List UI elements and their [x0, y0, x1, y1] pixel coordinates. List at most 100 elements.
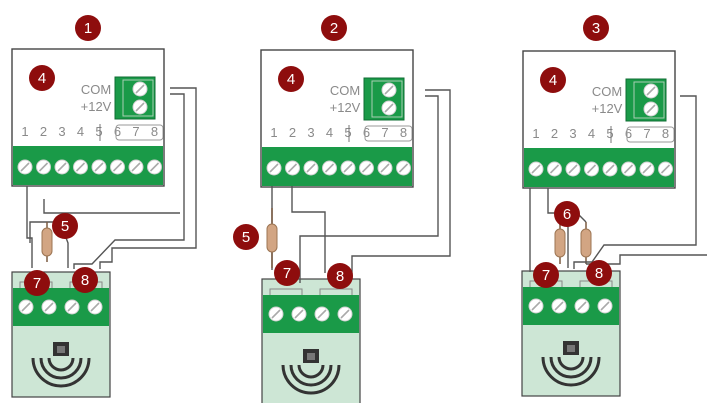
- terminal-number: 3: [307, 125, 314, 140]
- sensor-terminal-badge: 8: [72, 267, 98, 293]
- terminal-number: 8: [400, 125, 407, 140]
- screw-terminal-icon: [285, 160, 300, 176]
- badge-circle: [29, 65, 55, 91]
- screw-terminal-icon: [643, 101, 659, 117]
- screw-terminal-icon: [91, 159, 107, 175]
- screw-terminal-icon: [18, 299, 34, 315]
- terminal-number: 3: [569, 126, 576, 141]
- screw-terminal-icon: [147, 159, 162, 175]
- screw-terminal-icon: [132, 99, 148, 115]
- controller-badge: 4: [29, 65, 55, 91]
- screw-terminal-icon: [322, 160, 337, 176]
- v12-label: +12V: [81, 99, 112, 114]
- badge-circle: [24, 270, 50, 296]
- badge-circle: [586, 260, 612, 286]
- badge-label: 3: [592, 20, 600, 37]
- screw-terminal-icon: [381, 82, 397, 98]
- controller-badge: 4: [540, 67, 566, 93]
- com-label: COM: [592, 84, 622, 99]
- wire: [99, 87, 197, 269]
- screw-terminal-icon: [574, 298, 590, 314]
- terminal-number: 6: [363, 125, 370, 140]
- badge-label: 1: [84, 20, 92, 37]
- screw-terminal-icon: [551, 298, 567, 314]
- terminal-number: 8: [151, 124, 158, 139]
- screw-terminal-icon: [314, 306, 330, 322]
- wire: [43, 199, 180, 214]
- screw-terminal-icon: [597, 298, 613, 314]
- terminal-number: 2: [551, 126, 558, 141]
- screw-terminal-icon: [87, 299, 103, 315]
- wire: [299, 95, 439, 283]
- terminal-number: 4: [326, 125, 333, 140]
- badge-label: 7: [283, 265, 291, 282]
- badge-label: 7: [542, 267, 550, 284]
- badge-label: 8: [595, 265, 603, 282]
- screw-terminal-icon: [377, 160, 393, 176]
- screw-terminal-icon: [528, 161, 544, 177]
- badge-circle: [327, 263, 353, 289]
- badge-label: 4: [549, 72, 557, 89]
- panel-number-badge: 1: [75, 15, 101, 41]
- screw-terminal-icon: [337, 306, 353, 322]
- com-label: COM: [81, 82, 111, 97]
- badge-label: 8: [81, 272, 89, 289]
- terminal-number: 5: [95, 124, 102, 139]
- resistor-badge: 5: [52, 213, 78, 239]
- screw-terminal-icon: [64, 299, 80, 315]
- terminal-group-678: [626, 126, 675, 143]
- screw-terminal-icon: [639, 161, 655, 177]
- terminal-group-678: [115, 124, 164, 141]
- screw-terminal-icon: [381, 100, 397, 116]
- resistor-icon: [41, 222, 53, 262]
- power-terminal-block: [625, 78, 667, 122]
- terminal-number: 6: [625, 126, 632, 141]
- badge-label: 6: [563, 206, 571, 223]
- screw-terminal-icon: [291, 306, 307, 322]
- motion-sensor-icon: [281, 349, 341, 395]
- terminal-number: 3: [58, 124, 65, 139]
- terminal-number: 4: [588, 126, 595, 141]
- sensor-terminal-badge: 7: [274, 260, 300, 286]
- badge-circle: [540, 67, 566, 93]
- badge-circle: [274, 260, 300, 286]
- screw-terminal-icon: [547, 161, 562, 177]
- screw-terminal-icon: [565, 161, 581, 177]
- resistor-icon: [554, 222, 566, 264]
- badge-circle: [52, 213, 78, 239]
- screw-terminal-icon: [643, 83, 659, 99]
- resistor-badge: 5: [233, 224, 259, 250]
- terminal-group-678: [364, 125, 413, 142]
- badge-label: 8: [336, 268, 344, 285]
- power-terminal-block: [363, 77, 405, 121]
- screw-terminal-icon: [266, 160, 282, 176]
- screw-terminal-icon: [658, 161, 673, 177]
- power-terminal-block: [114, 76, 156, 120]
- v12-label: +12V: [592, 101, 623, 116]
- terminal-number: 1: [270, 125, 277, 140]
- screw-terminal-icon: [621, 161, 636, 177]
- badge-circle: [278, 66, 304, 92]
- motion-sensor-icon: [541, 341, 601, 387]
- badge-label: 5: [242, 229, 250, 246]
- terminal-number: 7: [643, 126, 650, 141]
- screw-terminal-icon: [54, 159, 70, 175]
- badge-circle: [233, 224, 259, 250]
- screw-terminal-icon: [528, 298, 544, 314]
- sensor-terminal-badge: 8: [586, 260, 612, 286]
- badge-label: 5: [61, 218, 69, 235]
- badge-label: 4: [287, 71, 295, 88]
- wire: [291, 186, 326, 273]
- badge-circle: [75, 15, 101, 41]
- terminal-number: 2: [289, 125, 296, 140]
- badge-circle: [533, 262, 559, 288]
- badge-circle: [321, 15, 347, 41]
- badge-circle: [583, 15, 609, 41]
- terminal-number: 1: [532, 126, 539, 141]
- screw-terminal-icon: [340, 160, 356, 176]
- wire: [73, 93, 185, 269]
